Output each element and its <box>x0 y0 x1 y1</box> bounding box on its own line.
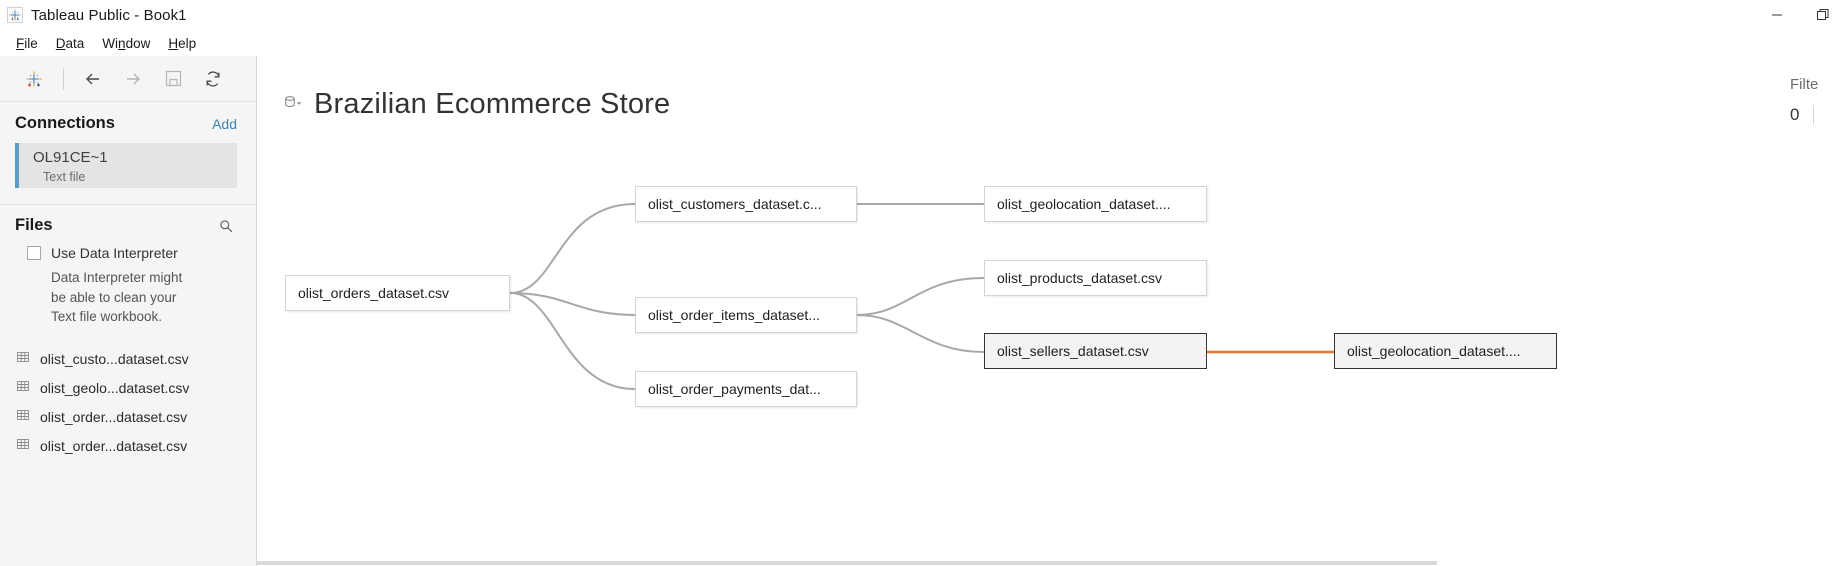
menu-item-data[interactable]: Data <box>55 35 85 51</box>
file-name: olist_custo...dataset.csv <box>40 351 189 367</box>
database-cylinder-icon[interactable] <box>282 93 304 115</box>
flow-node-label: olist_products_dataset.csv <box>997 270 1162 286</box>
forward-arrow-icon <box>113 59 153 99</box>
tableau-home-icon[interactable] <box>14 59 54 99</box>
filters-label: Filte <box>1790 76 1819 93</box>
file-name: olist_order...dataset.csv <box>40 409 188 425</box>
connection-name: OL91CE~1 <box>33 149 108 166</box>
scrollbar-thumb[interactable] <box>257 561 1437 565</box>
flow-node-label: olist_customers_dataset.c... <box>648 196 822 212</box>
list-item[interactable]: olist_geolo...dataset.csv <box>0 374 256 403</box>
horizontal-scrollbar[interactable] <box>257 560 1846 566</box>
data-interpreter-row[interactable]: Use Data Interpreter <box>0 243 256 261</box>
flow-node-sellers[interactable]: olist_sellers_dataset.csv <box>984 333 1207 369</box>
filters-count[interactable]: 0 <box>1786 105 1815 125</box>
flow-connectors <box>509 203 1334 390</box>
sidebar-divider <box>0 204 256 205</box>
canvas-pane: Brazilian Ecommerce Store Filte 0 <box>257 56 1846 566</box>
menu-item-window[interactable]: Window <box>102 35 151 51</box>
menu-item-file[interactable]: FFileile <box>16 35 38 51</box>
back-arrow-icon[interactable] <box>73 59 113 99</box>
add-connection-link[interactable]: Add <box>212 115 237 132</box>
flow-node-order-items[interactable]: olist_order_items_dataset... <box>635 297 857 333</box>
window-controls <box>1754 0 1846 30</box>
flow-node-label: olist_orders_dataset.csv <box>298 285 449 301</box>
connections-title: Connections <box>15 114 115 132</box>
menubar: FFileile Data Window Help <box>0 30 1846 56</box>
use-data-interpreter-checkbox[interactable] <box>27 246 41 260</box>
list-item[interactable]: olist_custo...dataset.csv <box>0 345 256 374</box>
save-icon <box>153 59 193 99</box>
connection-type: Text file <box>43 170 86 184</box>
file-list: olist_custo...dataset.csv olist_geolo...… <box>0 327 256 461</box>
flow-node-geolocation-1[interactable]: olist_geolocation_dataset.... <box>984 186 1207 222</box>
table-grid-icon <box>16 379 30 398</box>
toolbar-divider <box>63 67 64 90</box>
flow-node-label: olist_order_items_dataset... <box>648 307 820 323</box>
flow-node-order-payments[interactable]: olist_order_payments_dat... <box>635 371 857 407</box>
flow-node-orders[interactable]: olist_orders_dataset.csv <box>285 275 510 311</box>
files-header: Files <box>0 205 256 243</box>
table-grid-icon <box>16 408 30 427</box>
search-icon[interactable] <box>218 218 234 234</box>
flow-node-customers[interactable]: olist_customers_dataset.c... <box>635 186 857 222</box>
minimize-icon[interactable] <box>1754 0 1800 30</box>
page-title: Brazilian Ecommerce Store <box>314 87 671 120</box>
connections-header: Connections Add <box>0 102 256 143</box>
files-title: Files <box>15 216 53 234</box>
table-grid-icon <box>16 350 30 369</box>
file-name: olist_geolo...dataset.csv <box>40 380 190 396</box>
flow-node-products[interactable]: olist_products_dataset.csv <box>984 260 1207 296</box>
window-title: Tableau Public - Book1 <box>31 6 187 24</box>
file-name: olist_order...dataset.csv <box>40 438 188 454</box>
filters-panel: Filte 0 <box>1786 76 1846 125</box>
use-data-interpreter-label: Use Data Interpreter <box>51 245 178 261</box>
connection-item[interactable]: OL91CE~1 Text file <box>15 143 237 188</box>
window-titlebar: Tableau Public - Book1 <box>0 0 1846 30</box>
refresh-icon[interactable] <box>193 59 233 99</box>
list-item[interactable]: olist_order...dataset.csv <box>0 432 256 461</box>
list-item[interactable]: olist_order...dataset.csv <box>0 403 256 432</box>
flow-node-label: olist_geolocation_dataset.... <box>1347 343 1521 359</box>
tableau-logo-icon <box>7 7 23 23</box>
flow-node-geolocation-2[interactable]: olist_geolocation_dataset.... <box>1334 333 1557 369</box>
canvas-header: Brazilian Ecommerce Store <box>257 56 1846 126</box>
table-grid-icon <box>16 437 30 456</box>
data-flow-diagram: olist_orders_dataset.csv olist_customers… <box>257 126 1846 566</box>
toolbar <box>0 56 256 102</box>
flow-node-label: olist_geolocation_dataset.... <box>997 196 1171 212</box>
flow-node-label: olist_order_payments_dat... <box>648 381 821 397</box>
flow-node-label: olist_sellers_dataset.csv <box>997 343 1149 359</box>
menu-item-help[interactable]: Help <box>168 35 197 51</box>
restore-icon[interactable] <box>1800 0 1846 30</box>
data-interpreter-note: Data Interpreter might be able to clean … <box>51 270 183 324</box>
left-sidebar: Connections Add OL91CE~1 Text file Files… <box>0 56 257 566</box>
